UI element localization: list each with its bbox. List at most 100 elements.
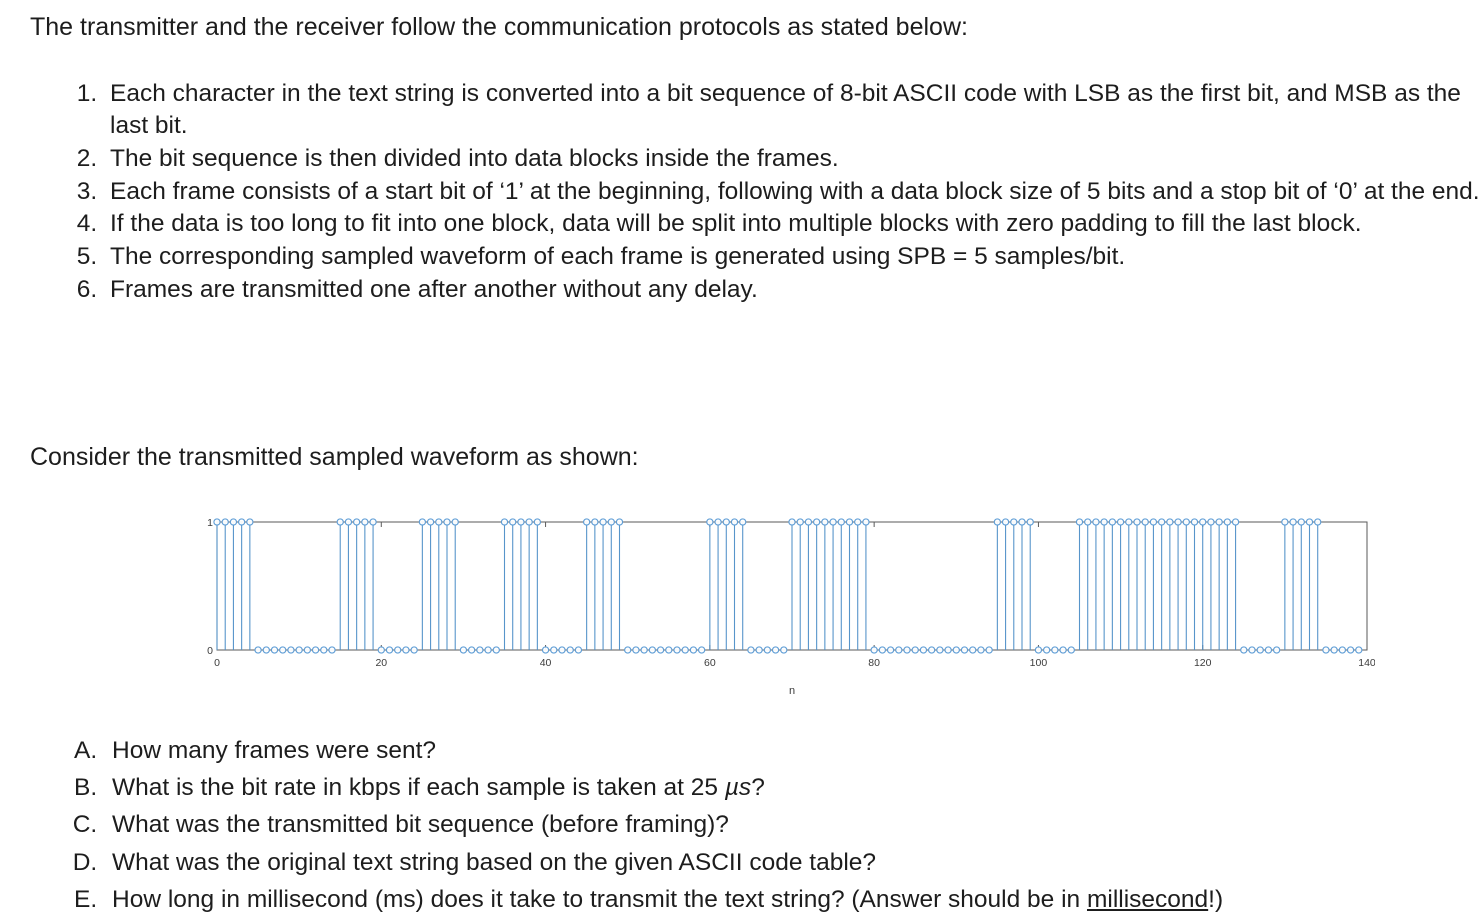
question-list: How many frames were sent? What is the b…	[62, 732, 1482, 918]
stem-marker	[845, 518, 854, 526]
protocol-item: Frames are transmitted one after another…	[104, 274, 1482, 306]
x-axis-label: n	[789, 685, 795, 697]
stem-marker	[944, 646, 952, 654]
stem-marker	[443, 518, 451, 526]
stem-marker	[492, 646, 500, 654]
question-b-unit: µs	[724, 774, 752, 802]
stem-marker	[533, 518, 542, 526]
stem-marker	[821, 518, 829, 526]
stem-marker	[1199, 518, 1207, 526]
stem-marker	[1034, 646, 1043, 654]
stem-marker	[369, 518, 377, 526]
y-tick-label: 0	[207, 645, 213, 657]
stem-marker	[673, 646, 681, 654]
stem-marker	[862, 518, 870, 526]
x-tick-label: 40	[540, 657, 552, 669]
stem-marker	[509, 518, 517, 526]
stem-marker	[771, 646, 780, 654]
stem-marker	[854, 518, 862, 526]
x-tick-label: 20	[375, 657, 387, 669]
stem-marker	[344, 518, 353, 526]
stem-marker	[451, 518, 459, 526]
stem-marker	[895, 646, 903, 654]
stem-marker	[1133, 518, 1141, 526]
stem-marker	[952, 646, 960, 654]
stem-marker	[1207, 518, 1215, 526]
stem-marker	[1092, 518, 1100, 526]
stem-marker	[361, 518, 369, 526]
stem-marker	[262, 646, 270, 654]
stem-marker	[1141, 518, 1149, 526]
protocol-item: Each frame consists of a start bit of ‘1…	[104, 176, 1482, 208]
stem-marker	[739, 518, 747, 526]
stem-marker	[697, 646, 706, 654]
stem-marker	[788, 518, 796, 526]
question-e-emphasis: millisecond	[1086, 885, 1209, 913]
stem-marker	[878, 646, 887, 654]
stem-marker	[1322, 646, 1330, 654]
stem-marker	[632, 646, 640, 654]
stem-marker	[517, 518, 525, 526]
x-tick-label: 100	[1030, 657, 1048, 669]
stem-marker	[1067, 646, 1075, 654]
stem-marker	[665, 646, 673, 654]
stem-marker	[615, 518, 624, 526]
stem-marker	[435, 518, 443, 526]
stem-marker	[1125, 518, 1133, 526]
stem-marker	[1116, 518, 1125, 526]
stem-marker	[1289, 518, 1297, 526]
stem-marker	[287, 646, 295, 654]
stem-marker	[385, 646, 394, 654]
stem-marker	[886, 646, 895, 654]
stem-marker	[574, 646, 583, 654]
stem-marker	[484, 646, 492, 654]
stem-marker	[229, 518, 238, 526]
stem-marker	[591, 518, 599, 526]
stem-marker	[1157, 518, 1166, 526]
protocol-item: The corresponding sampled waveform of ea…	[104, 241, 1482, 273]
stem-marker	[279, 646, 287, 654]
stem-marker	[911, 646, 919, 654]
stem-marker	[1297, 518, 1305, 526]
stem-marker	[1272, 646, 1281, 654]
stem-marker	[804, 518, 813, 526]
stem-marker	[648, 646, 657, 654]
y-tick-label: 1	[207, 517, 213, 529]
stem-marker	[985, 646, 993, 654]
question-b: What is the bit rate in kbps if each sam…	[104, 769, 1482, 806]
stem-marker	[870, 646, 878, 654]
stem-marker	[336, 518, 344, 526]
stem-marker	[1330, 646, 1338, 654]
x-tick-label: 140	[1358, 657, 1375, 669]
stem-marker	[747, 646, 755, 654]
question-b-tail: ?	[751, 774, 765, 802]
consider-paragraph: Consider the transmitted sampled wavefor…	[30, 443, 639, 471]
stem-marker	[303, 646, 312, 654]
stem-marker	[402, 646, 410, 654]
stem-marker	[1281, 518, 1289, 526]
stem-marker	[1305, 518, 1314, 526]
intro-paragraph: The transmitter and the receiver follow …	[30, 13, 968, 41]
stem-marker	[1149, 518, 1158, 526]
stem-marker	[755, 646, 763, 654]
stem-marker	[1223, 518, 1232, 526]
stem-marker	[1182, 518, 1190, 526]
stem-marker	[722, 518, 730, 526]
stem-marker	[1100, 518, 1108, 526]
stem-marker	[1042, 646, 1051, 654]
stem-marker	[993, 518, 1002, 526]
stem-marker	[418, 518, 427, 526]
stem-marker	[1018, 518, 1026, 526]
stem-marker	[459, 646, 468, 654]
stem-marker	[295, 646, 303, 654]
stem-marker	[1355, 646, 1363, 654]
stem-marker	[1231, 518, 1240, 526]
stem-marker	[624, 646, 632, 654]
stem-marker	[1240, 646, 1248, 654]
stem-marker	[1166, 518, 1174, 526]
stem-marker	[919, 646, 928, 654]
stem-marker	[656, 646, 665, 654]
stem-marker	[476, 646, 484, 654]
